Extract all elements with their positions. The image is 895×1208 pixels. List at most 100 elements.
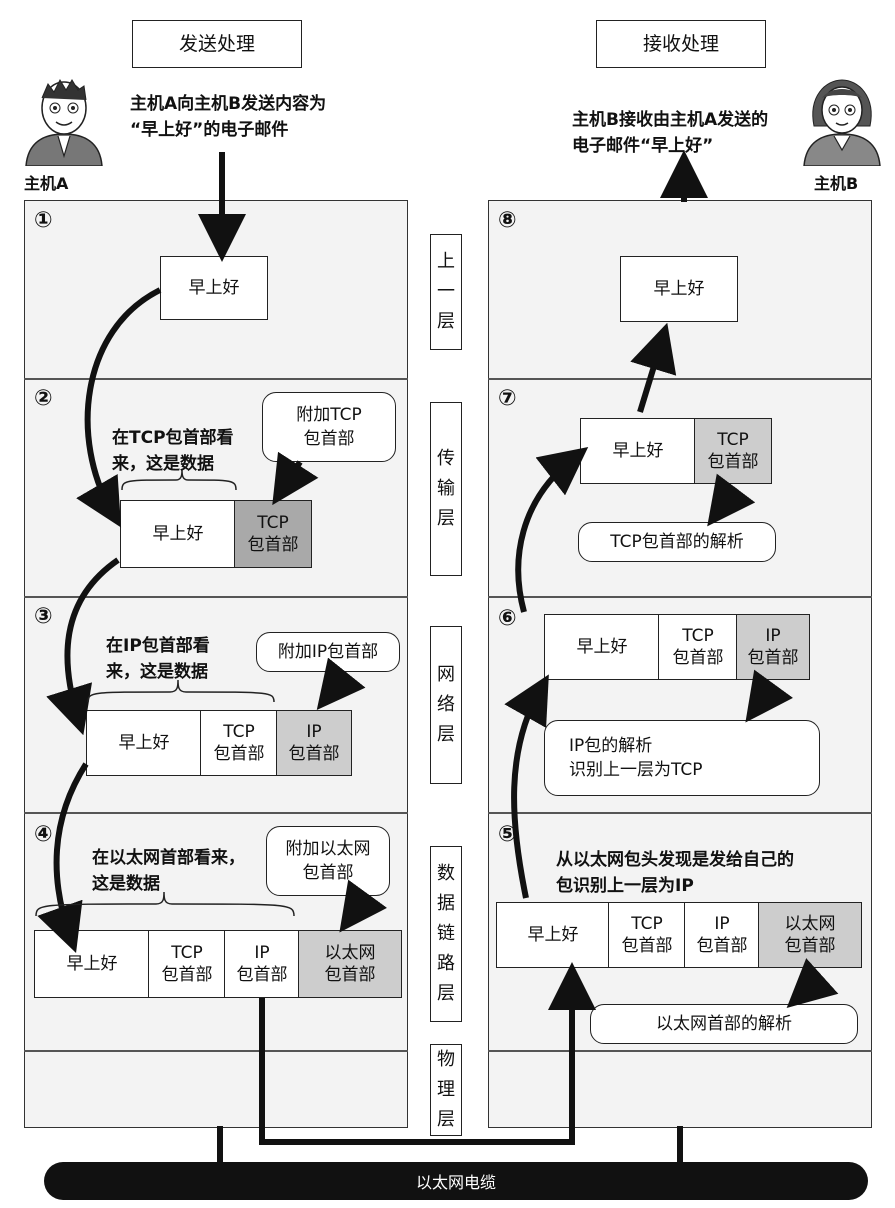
divider bbox=[24, 378, 408, 380]
layer-char: 层 bbox=[437, 724, 455, 745]
layer-char: 链 bbox=[437, 923, 455, 944]
layer-char: 据 bbox=[437, 893, 455, 914]
layer-char: 络 bbox=[437, 694, 455, 715]
step-6-number: ⑥ bbox=[498, 606, 517, 631]
eth-header-block: 以太网 包首部 bbox=[758, 902, 862, 968]
divider bbox=[24, 596, 408, 598]
brace-eth-data bbox=[35, 891, 295, 917]
parse-ip-arrow bbox=[745, 669, 794, 723]
header-text: 包首部 bbox=[213, 744, 265, 764]
note-text: 附加TCP bbox=[296, 405, 362, 425]
note-text: 包首部 bbox=[303, 429, 355, 449]
layer-char: 上 bbox=[437, 251, 455, 272]
divider bbox=[24, 812, 408, 814]
note-text: 包首部 bbox=[302, 863, 354, 883]
send-title: 发送处理 bbox=[132, 20, 302, 68]
data-block: 早上好 bbox=[580, 418, 696, 484]
header-text: 包首部 bbox=[324, 965, 376, 985]
ip-header-block: IP 包首部 bbox=[684, 902, 760, 968]
header-text: 包首部 bbox=[161, 965, 213, 985]
eth-view-caption-line2: 这是数据 bbox=[92, 874, 160, 894]
header-text: 包首部 bbox=[247, 535, 299, 555]
tcp-view-caption-line1: 在TCP包首部看 bbox=[112, 428, 234, 448]
header-text: 包首部 bbox=[747, 648, 799, 668]
header-text: TCP bbox=[257, 513, 289, 533]
eth-detect-caption-line2: 包识别上一层为IP bbox=[556, 876, 694, 896]
ip-header-block: IP 包首部 bbox=[736, 614, 810, 680]
layer-label-datalink: 数 据 链 路 层 bbox=[430, 846, 462, 1022]
eth-detect-caption-line1: 从以太网包头发现是发给自己的 bbox=[556, 850, 794, 870]
header-text: 包首部 bbox=[672, 648, 724, 668]
ip-header-block: IP 包首部 bbox=[276, 710, 352, 776]
tcp-header-block: TCP 包首部 bbox=[608, 902, 686, 968]
layer-char: 层 bbox=[437, 1109, 455, 1130]
host-a-desc-line2: “早上好”的电子邮件 bbox=[130, 120, 289, 140]
ethernet-cable: 以太网电缆 bbox=[44, 1162, 868, 1200]
layer-char: 网 bbox=[437, 664, 455, 685]
divider bbox=[24, 1050, 408, 1052]
host-b-avatar-icon bbox=[800, 76, 884, 167]
eth-header-block: 以太网 包首部 bbox=[298, 930, 402, 998]
note-text: 附加以太网 bbox=[285, 839, 371, 859]
add-ip-header-note: 附加IP包首部 bbox=[256, 632, 400, 672]
header-text: IP bbox=[254, 943, 270, 963]
receive-title: 接收处理 bbox=[596, 20, 766, 68]
attach-eth-arrow bbox=[339, 879, 388, 933]
layer-char: 输 bbox=[437, 478, 455, 499]
flow-arrow-1-2 bbox=[76, 287, 162, 528]
divider bbox=[488, 596, 872, 598]
layer-char: 理 bbox=[437, 1079, 455, 1100]
step-1-number: ① bbox=[34, 208, 53, 233]
step-2-number: ② bbox=[34, 386, 53, 411]
header-text: IP bbox=[765, 626, 781, 646]
cable-label: 以太网电缆 bbox=[415, 1173, 496, 1192]
header-text: IP bbox=[306, 722, 322, 742]
header-text: TCP bbox=[717, 430, 749, 450]
physical-transfer-arrow bbox=[259, 962, 596, 1145]
data-block: 早上好 bbox=[160, 256, 268, 320]
tcp-view-caption-line2: 来，这是数据 bbox=[112, 454, 214, 474]
data-block: 早上好 bbox=[620, 256, 738, 322]
host-b-name: 主机B bbox=[814, 174, 859, 193]
header-text: 以太网 bbox=[324, 943, 376, 963]
ip-view-caption-line1: 在IP包首部看 bbox=[106, 636, 210, 656]
layer-char: 层 bbox=[437, 508, 455, 529]
flow-arrow-5-6 bbox=[504, 674, 549, 899]
flow-arrow-2-3 bbox=[46, 557, 120, 736]
parse-eth-arrow bbox=[786, 958, 839, 1009]
header-text: TCP bbox=[682, 626, 714, 646]
ip-header-block: IP 包首部 bbox=[224, 930, 300, 998]
parse-tcp-arrow bbox=[707, 473, 756, 527]
host-b-desc-line1: 主机B接收由主机A发送的 bbox=[572, 110, 769, 130]
flow-arrow-3-4 bbox=[37, 762, 89, 953]
brace-tcp-data bbox=[121, 469, 237, 491]
add-tcp-header-note: 附加TCP 包首部 bbox=[262, 392, 396, 462]
header-text: 包首部 bbox=[707, 452, 759, 472]
divider bbox=[488, 812, 872, 814]
layer-char: 数 bbox=[437, 863, 455, 884]
layer-label-network: 网 络 层 bbox=[430, 626, 462, 784]
layer-char: 路 bbox=[437, 953, 455, 974]
attach-tcp-arrow bbox=[272, 451, 319, 506]
flow-arrow-6-7 bbox=[515, 446, 589, 613]
host-a-desc-line1: 主机A向主机B发送内容为 bbox=[130, 94, 327, 114]
header-text: 包首部 bbox=[784, 936, 836, 956]
note-text: 识别上一层为TCP bbox=[569, 760, 703, 780]
header-text: TCP bbox=[223, 722, 255, 742]
step-4-number: ④ bbox=[34, 822, 53, 847]
parse-tcp-header-note: TCP包首部的解析 bbox=[578, 522, 776, 562]
host-a-avatar-icon bbox=[22, 76, 106, 167]
header-text: 以太网 bbox=[784, 914, 836, 934]
layer-char: 物 bbox=[437, 1049, 455, 1070]
divider bbox=[488, 378, 872, 380]
note-text: IP包的解析 bbox=[569, 736, 653, 756]
header-text: TCP bbox=[631, 914, 663, 934]
data-block: 早上好 bbox=[120, 500, 236, 568]
eth-view-caption-line1: 在以太网首部看来， bbox=[92, 848, 245, 868]
tcp-header-block: TCP 包首部 bbox=[234, 500, 312, 568]
layer-label-physical: 物 理 层 bbox=[430, 1044, 462, 1136]
host-a-name: 主机A bbox=[24, 174, 69, 193]
step-8-number: ⑧ bbox=[498, 208, 517, 233]
layer-char: 层 bbox=[437, 311, 455, 332]
parse-eth-header-note: 以太网首部的解析 bbox=[590, 1004, 858, 1044]
